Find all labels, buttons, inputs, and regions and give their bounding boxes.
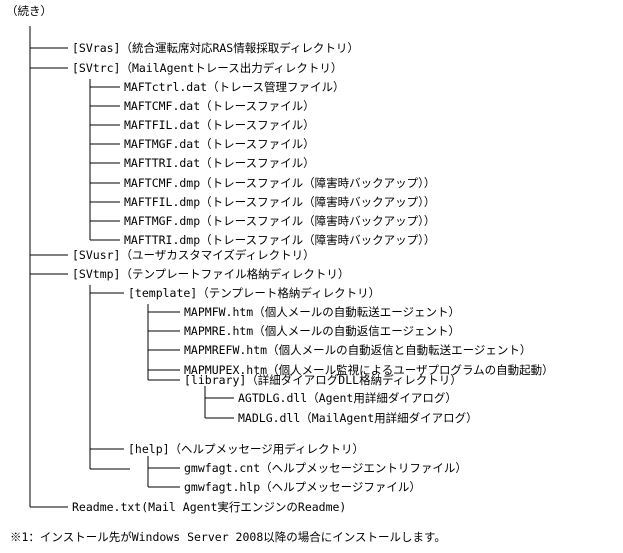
entry-svras: [SVras]（統合運転席対応RAS情報採取ディレクトリ） — [72, 41, 359, 55]
entry-maftcmf-dmp: MAFTCMF.dmp（トレースファイル（障害時バックアップ）） — [124, 176, 435, 190]
entry-mapmfw: MAPMFW.htm（個人メールの自動転送エージェント） — [184, 305, 460, 319]
entry-svtmp: [SVtmp]（テンプレートファイル格納ディレクトリ） — [72, 267, 349, 281]
entry-library: [library]（詳細ダイアログDLL格納ディレクトリ） — [184, 373, 462, 387]
entry-mapmrefw: MAPMREFW.htm（個人メールの自動返信と自動転送エージェント） — [184, 343, 531, 357]
entry-svtrc: [SVtrc]（MailAgentトレース出力ディレクトリ） — [72, 61, 342, 75]
entry-gmwfagt-cnt: gmwfagt.cnt（ヘルプメッセージエントリファイル） — [184, 461, 467, 475]
entry-template: [template]（テンプレート格納ディレクトリ） — [128, 286, 380, 300]
entry-maftri-dmp: MAFTTRI.dmp（トレースファイル（障害時バックアップ）） — [124, 233, 435, 247]
entry-mapmupex: MAPMUPEX.htm（個人メール監視によるユーザプログラムの自動起動） — [184, 363, 554, 377]
entry-gmwfagt-hlp: gmwfagt.hlp（ヘルプメッセージファイル） — [184, 480, 421, 494]
entry-maftctrl-dat: MAFTctrl.dat（トレース管理ファイル） — [124, 80, 345, 94]
entry-maftfil-dmp: MAFTFIL.dmp（トレースファイル（障害時バックアップ）） — [124, 195, 435, 209]
entry-maftmgf-dmp: MAFTMGF.dmp（トレースファイル（障害時バックアップ）） — [124, 214, 435, 228]
entry-maftfil-dat: MAFTFIL.dat（トレースファイル） — [124, 118, 315, 132]
entry-svusr: [SVusr]（ユーザカスタマイズディレクトリ） — [72, 248, 315, 262]
entry-help: [help]（ヘルプメッセージ用ディレクトリ） — [128, 442, 364, 456]
entry-madlg: MADLG.dll（MailAgent用詳細ダイアログ） — [238, 411, 478, 425]
entry-maftri-dat: MAFTTRI.dat（トレースファイル） — [124, 156, 315, 170]
entry-maftmgf-dat: MAFTMGF.dat（トレースファイル） — [124, 137, 315, 151]
entry-agtdlg: AGTDLG.dll（Agent用詳細ダイアログ） — [238, 391, 457, 405]
continued-header: （続き） — [6, 4, 52, 18]
entry-mapmre: MAPMRE.htm（個人メールの自動返信エージェント） — [184, 324, 460, 338]
entry-maftcmf-dat: MAFTCMF.dat（トレースファイル） — [124, 99, 315, 113]
entry-readme: Readme.txt(Mail Agent実行エンジンのReadme) — [72, 500, 346, 514]
footnote: ※1：インストール先がWindows Server 2008以降の場合にインスト… — [10, 530, 446, 544]
